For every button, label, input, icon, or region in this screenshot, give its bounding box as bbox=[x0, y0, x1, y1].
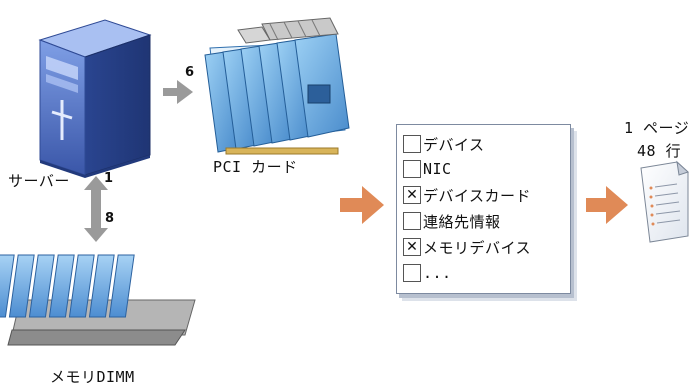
checklist-item-label: デバイス bbox=[423, 135, 485, 154]
server-count: 1 bbox=[104, 171, 114, 186]
checklist-item[interactable]: NIC bbox=[403, 158, 452, 180]
checklist-item[interactable]: ... bbox=[403, 262, 452, 284]
report-rows-label: 48 行 bbox=[637, 142, 682, 160]
checklist-item-label: ... bbox=[423, 264, 452, 282]
connector-arrow-vertical bbox=[84, 176, 108, 242]
checklist-item-label: 連絡先情報 bbox=[423, 212, 501, 231]
checklist-item-label: NIC bbox=[423, 160, 452, 178]
report-pages-label: 1 ページ bbox=[624, 119, 690, 137]
pci-card-icon bbox=[204, 17, 350, 155]
checklist-item[interactable]: ✕ メモリデバイス bbox=[403, 236, 531, 258]
checkbox[interactable] bbox=[403, 212, 421, 230]
server-label: サーバー bbox=[8, 172, 70, 190]
checklist-item[interactable]: 連絡先情報 bbox=[403, 210, 501, 232]
check-mark: ✕ bbox=[406, 187, 418, 203]
checkbox[interactable] bbox=[403, 135, 421, 153]
flow-arrow-to-report bbox=[586, 186, 628, 224]
memory-count: 8 bbox=[105, 211, 115, 226]
flow-arrow-to-list bbox=[340, 186, 384, 224]
report-document-icon bbox=[640, 160, 689, 243]
checklist-item[interactable]: ✕ デバイスカード bbox=[403, 184, 531, 206]
checklist-item[interactable]: デバイス bbox=[403, 133, 485, 155]
server-icon bbox=[38, 19, 152, 178]
memory-dimm-label: メモリDIMM bbox=[50, 368, 135, 386]
checkbox[interactable] bbox=[403, 264, 421, 282]
check-mark: ✕ bbox=[406, 239, 418, 255]
checklist-item-label: メモリデバイス bbox=[423, 238, 532, 257]
checkbox[interactable] bbox=[403, 160, 421, 178]
checklist-item-label: デバイスカード bbox=[423, 186, 532, 205]
checkbox[interactable]: ✕ bbox=[403, 238, 421, 256]
memory-dimm-icon bbox=[0, 254, 196, 346]
checkbox[interactable]: ✕ bbox=[403, 186, 421, 204]
pci-count: 6 bbox=[185, 65, 195, 80]
category-checklist-panel: デバイス NIC ✕ デバイスカード 連絡先情報 ✕ メモリデバイス ... bbox=[396, 124, 571, 294]
pci-card-label: PCI カード bbox=[213, 158, 298, 176]
connector-arrow-right bbox=[163, 80, 193, 104]
